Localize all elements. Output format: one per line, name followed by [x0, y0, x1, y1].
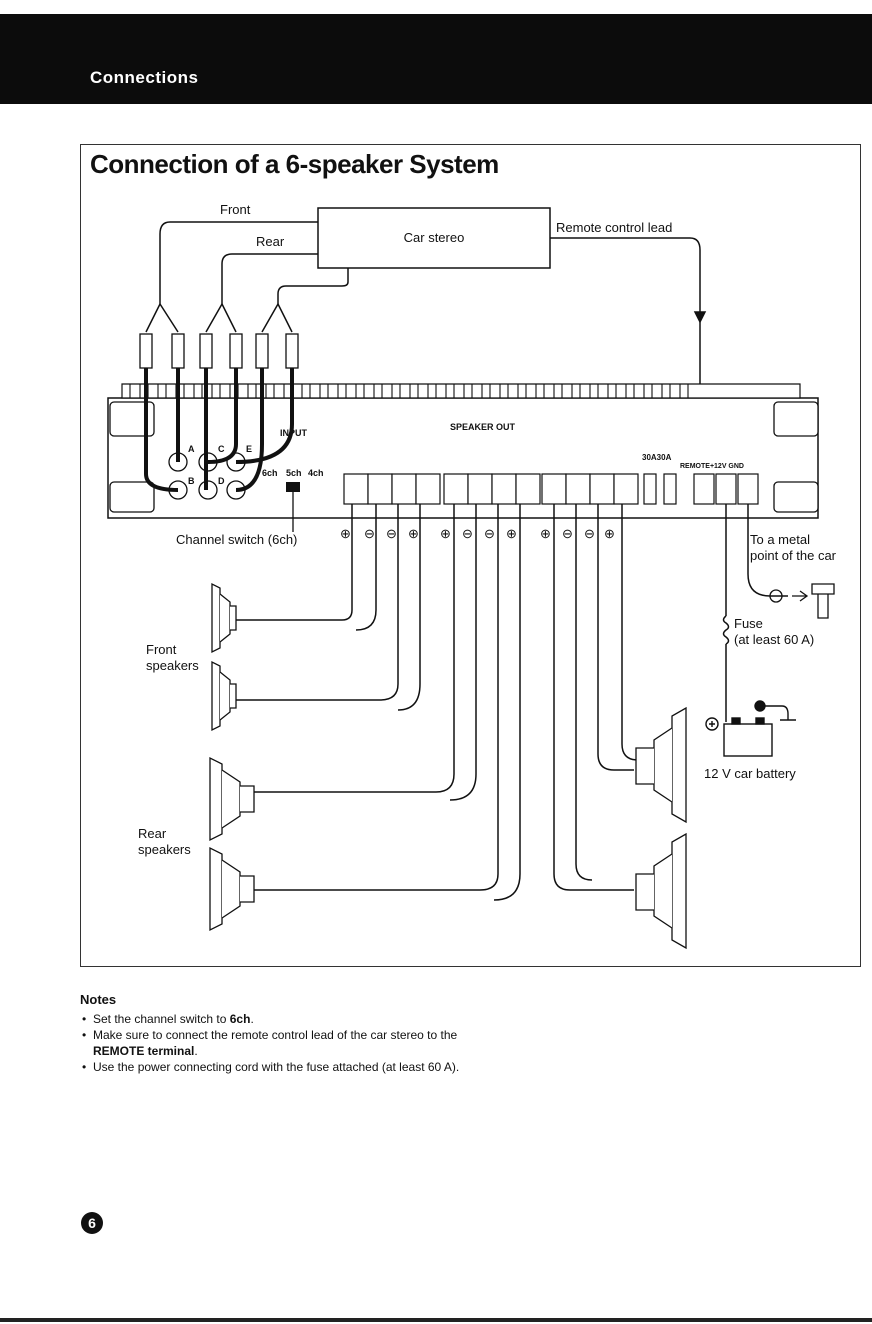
note-text: Use the power connecting cord with the f…: [93, 1060, 460, 1074]
channel-c-label: C: [218, 444, 225, 454]
channel-d-label: D: [218, 476, 225, 486]
bottom-rule: [0, 1318, 872, 1322]
notes-title: Notes: [80, 992, 117, 1007]
car-stereo-label: Car stereo: [404, 230, 465, 245]
note-item: Use the power connecting cord with the f…: [80, 1059, 500, 1075]
fuse-label: Fuse: [734, 616, 763, 631]
polarity-symbol: ⊕: [408, 526, 419, 541]
header-bar: [0, 14, 872, 104]
section-title: Connection of a 6-speaker System: [90, 149, 499, 179]
channel-b-label: B: [188, 476, 195, 486]
remote-lead-label: Remote control lead: [556, 220, 672, 235]
polarity-symbol: ⊕: [506, 526, 517, 541]
page-number: 6: [81, 1212, 103, 1234]
battery-label: 12 V car battery: [704, 766, 796, 781]
fuse-note-label: (at least 60 A): [734, 632, 814, 647]
front-speaker-icon: [211, 582, 237, 654]
note-text: .: [250, 1012, 254, 1026]
rear-speakers-label-2: speakers: [138, 842, 191, 857]
rear-label: Rear: [256, 234, 285, 249]
center-speaker-icon: [635, 832, 687, 950]
rca-plugs: [139, 333, 299, 369]
front-label: Front: [220, 202, 251, 217]
note-item: Set the channel switch to 6ch.: [80, 1011, 500, 1027]
input-label: INPUT: [280, 428, 308, 438]
rear-speaker-icon: [209, 756, 255, 842]
channel-switch: [286, 482, 300, 492]
notes-list: Set the channel switch to 6ch. Make sure…: [80, 1011, 500, 1075]
channel-a-label: A: [188, 444, 195, 454]
car-stereo-box: [317, 207, 551, 269]
polarity-symbol: ⊖: [562, 526, 573, 541]
center-speaker-icon: [635, 706, 687, 824]
front-speakers-label-1: Front: [146, 642, 177, 657]
polarity-symbol: ⊖: [484, 526, 495, 541]
input-cables: [144, 368, 294, 492]
ground-bolt-icon: [769, 583, 835, 619]
polarity-symbol: ⊕: [340, 526, 351, 541]
power-terminals-label: REMOTE+12V GND: [680, 463, 744, 470]
front-speakers-label-2: speakers: [146, 658, 199, 673]
front-speaker-icon: [211, 660, 237, 732]
note-text: .: [194, 1044, 198, 1058]
speaker-wires: [236, 504, 639, 901]
rear-speakers-label-1: Rear: [138, 826, 167, 841]
switch-4ch-label: 4ch: [308, 468, 324, 478]
wiring-diagram: Car stereo Front Rear Remote control lea…: [107, 202, 837, 950]
polarity-symbol: ⊖: [584, 526, 595, 541]
channel-e-label: E: [246, 444, 252, 454]
metal-point-label-1: To a metal: [750, 532, 810, 547]
polarity-symbol: ⊕: [540, 526, 551, 541]
notes-section: Notes Set the channel switch to 6ch. Mak…: [80, 992, 500, 1075]
polarity-symbol: ⊖: [386, 526, 397, 541]
polarity-symbol: ⊕: [440, 526, 451, 541]
diagram-frame: [80, 144, 861, 967]
metal-point-label-2: point of the car: [750, 548, 837, 563]
channel-switch-label: Channel switch (6ch): [176, 532, 297, 547]
polarity-symbol: ⊕: [604, 526, 615, 541]
header-title: Connections: [90, 68, 199, 87]
note-emphasis: 6ch: [229, 1012, 251, 1026]
speaker-out-label: SPEAKER OUT: [450, 422, 516, 432]
fuse-rating-label: 30A30A: [642, 453, 672, 462]
rca-cables: [145, 221, 349, 333]
switch-5ch-label: 5ch: [286, 468, 302, 478]
note-emphasis: REMOTE terminal: [93, 1044, 195, 1058]
polarity-symbol: ⊖: [364, 526, 375, 541]
battery-icon: [705, 700, 796, 757]
speaker-terminals: [343, 473, 759, 505]
note-text: Set the channel switch to: [93, 1012, 230, 1026]
polarity-row: ⊕ ⊖ ⊖ ⊕ ⊕ ⊖ ⊖ ⊕ ⊕ ⊖ ⊖ ⊕: [340, 526, 615, 541]
rear-speaker-icon: [209, 846, 255, 932]
switch-6ch-label: 6ch: [262, 468, 278, 478]
polarity-symbol: ⊖: [462, 526, 473, 541]
note-text: Make sure to connect the remote control …: [93, 1028, 458, 1042]
note-item: Make sure to connect the remote control …: [80, 1027, 500, 1059]
